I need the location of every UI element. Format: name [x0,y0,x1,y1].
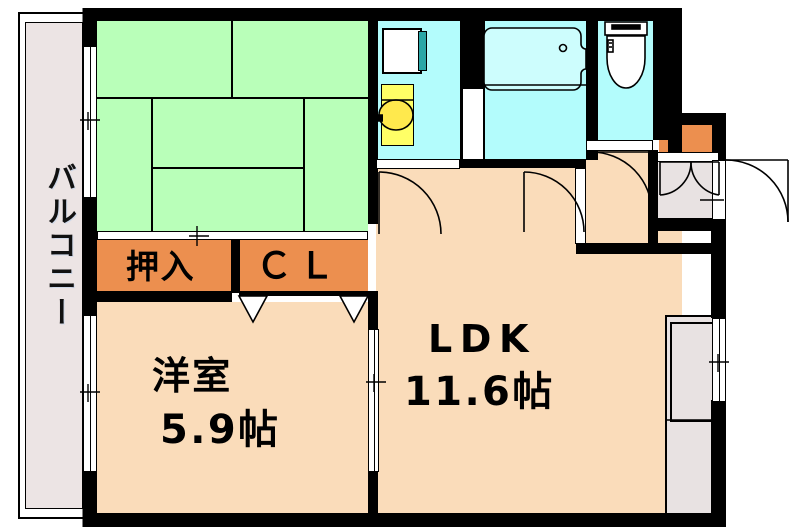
balcony-label: バルコニー [41,162,76,330]
ldk-name-label: LDK [428,317,537,361]
exterior-wall-top [88,8,670,21]
fusuma-tatami-bottom[interactable] [97,231,368,240]
exterior-wall-left-lower [83,470,97,527]
exterior-wall-bottom [88,513,725,527]
washing-machine-space [382,28,422,74]
exterior-wall-right-upper [668,8,682,158]
partition-closet-bottom [88,291,232,302]
hall-area [584,150,656,240]
exterior-wall-right-mid [711,228,726,318]
tatami-seam [303,97,305,238]
exterior-wall-left-upper [83,8,97,48]
exterior-wall-right-lower [711,400,726,527]
yoshitsu-size-label: 5.9帖 [160,407,281,453]
exterior-wall-genkan-top [653,113,726,125]
yoshitsu-name-label: 洋室 [152,354,233,398]
partition-hall-right [648,150,658,244]
balcony-area [25,22,83,509]
partition-ldk-left-top [368,166,378,224]
window-sash-line [90,46,91,198]
cl-closet [239,238,368,291]
bathroom-area [485,20,586,159]
tatami-seam [97,97,368,99]
door-washroom[interactable] [376,159,460,169]
window-sash-line [90,315,91,472]
partition-tatami-right [368,8,378,166]
door-bathroom[interactable] [462,88,484,160]
oshiire-closet [97,238,232,291]
sliding-door-yoshitsu-ldk[interactable] [368,329,379,472]
tatami-seam [151,167,304,169]
window-sash-line [719,318,720,402]
kitchen-sink-unit [670,322,718,422]
partition-yoshitsu-right-lower [368,470,378,527]
genkan-step [657,152,719,162]
washbasin-counter [381,84,414,146]
ldk-size-label: 11.6帖 [404,369,555,415]
entrance-door-leaf[interactable] [712,160,726,220]
washing-machine-side [418,31,427,71]
partition-bath-toilet [586,8,598,160]
tatami-seam [231,20,233,98]
partition-hall-bottom [576,243,726,254]
yoshitsu-room [97,302,368,517]
door-ldk-hall[interactable] [575,168,586,244]
cl-label: ＣＬ [256,246,341,287]
exterior-wall-genkan-bottom [653,218,713,231]
exterior-wall-left-mid [83,197,97,317]
partition-sanitary-bottom [376,159,586,168]
oshiire-label: 押入 [126,247,196,286]
door-swing-entrance [725,159,789,223]
partition-cl-bottom [239,291,368,296]
door-toilet[interactable] [586,140,653,151]
toilet-area [598,20,653,140]
partition-toilet-right [653,8,668,140]
partition-yoshitsu-right [368,291,378,331]
partition-oshiire-cl [231,231,240,293]
door-sash-line [374,329,375,472]
